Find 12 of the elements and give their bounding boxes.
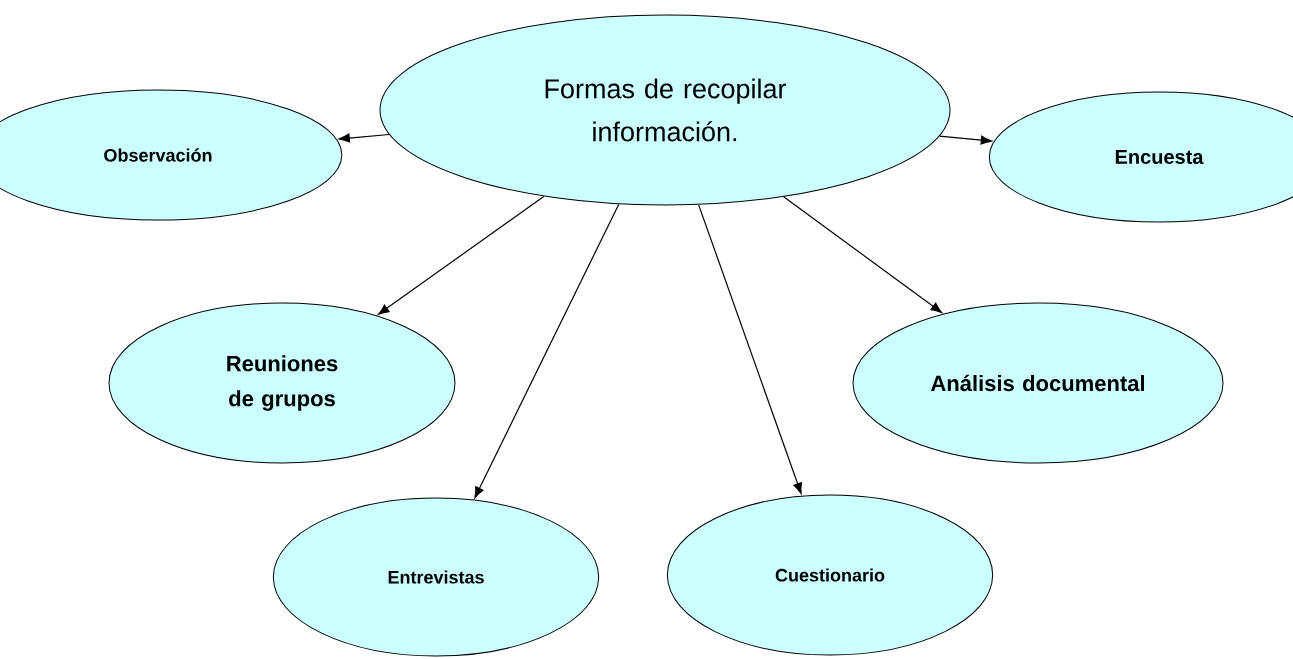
arrow <box>783 196 943 313</box>
ellipse-node: Cuestionario <box>666 494 994 656</box>
arrow <box>939 135 992 145</box>
arrow <box>378 195 545 315</box>
arrow <box>338 133 390 143</box>
ellipse-node: Reuniones de grupos <box>108 302 456 464</box>
arrow <box>698 204 803 495</box>
ellipse-node: Formas de recopilar información. <box>379 14 951 206</box>
ellipse-node: Encuesta <box>988 91 1293 223</box>
ellipse-node: Análisis documental <box>852 302 1224 464</box>
ellipse-node: Entrevistas <box>272 497 600 657</box>
arrow <box>474 203 620 499</box>
